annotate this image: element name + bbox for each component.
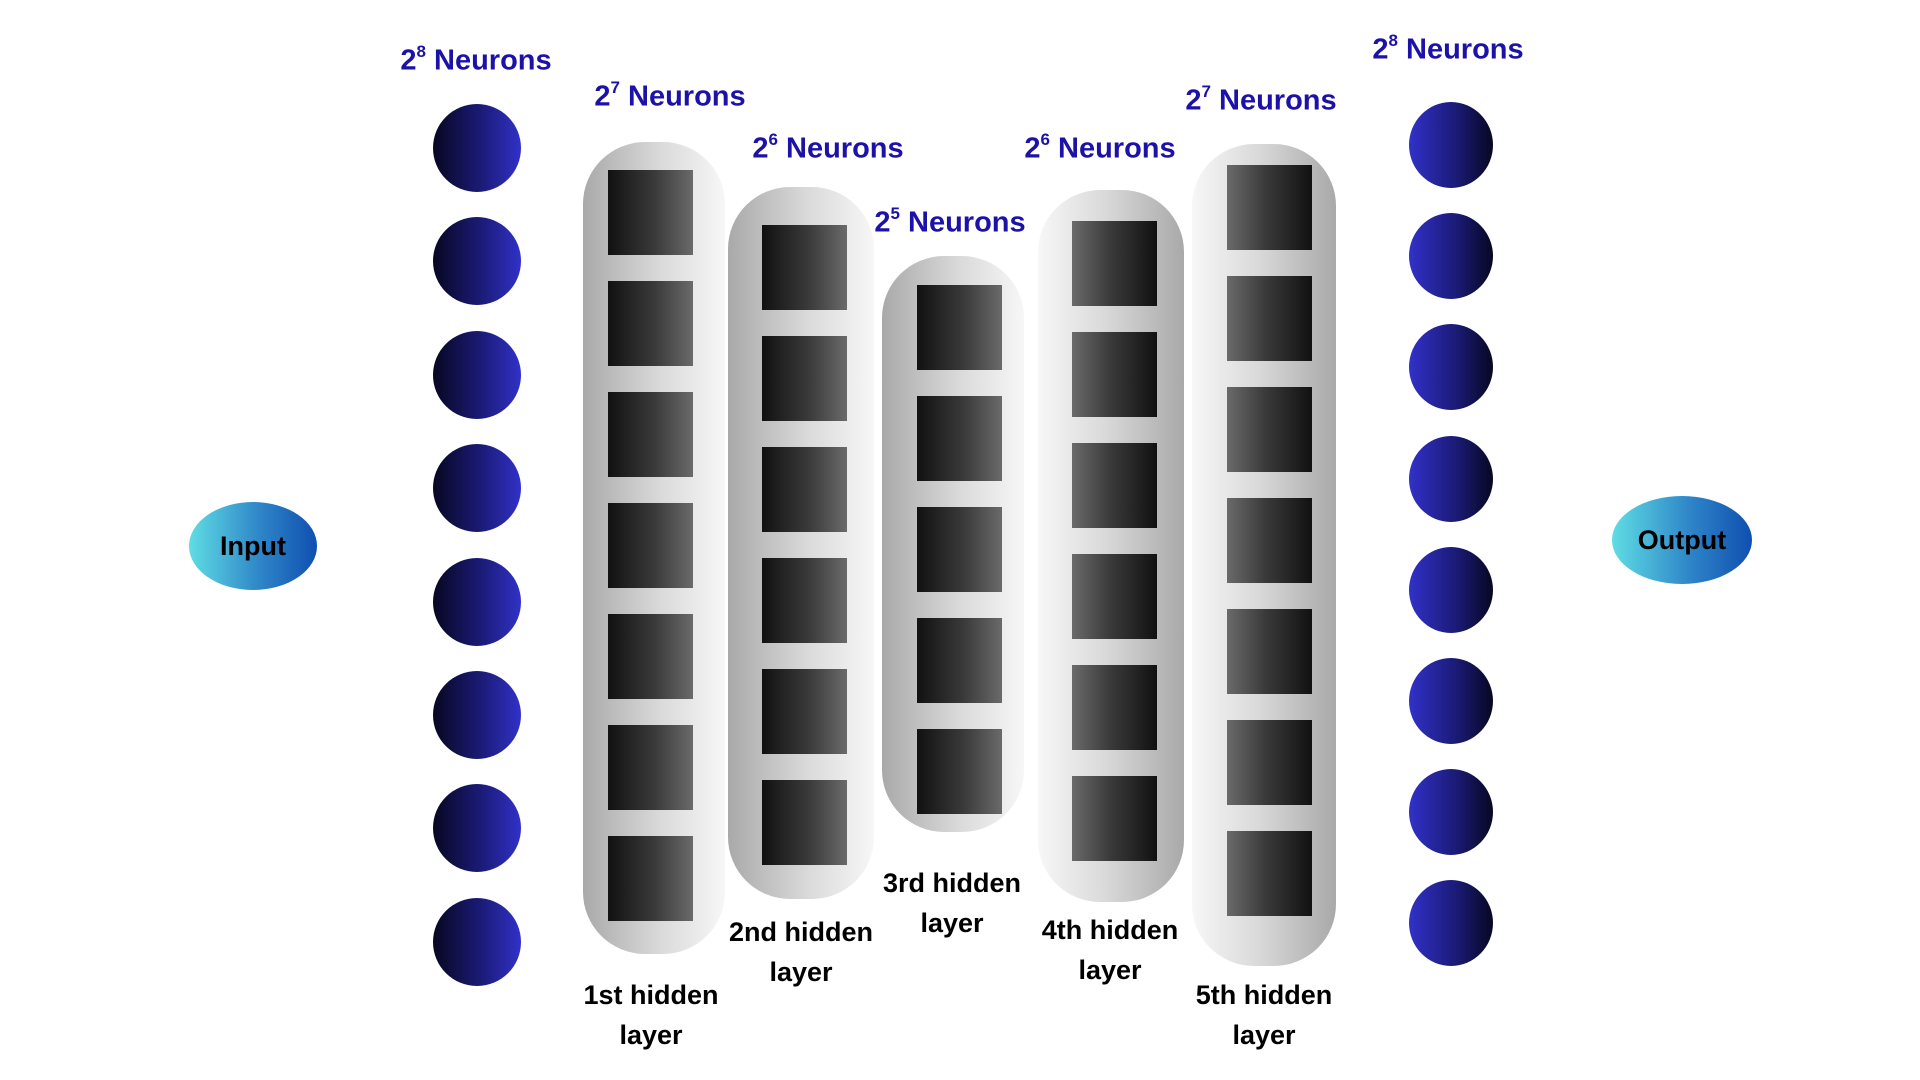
input-neuron-2 (433, 217, 521, 306)
input-neuron-7 (433, 784, 521, 873)
hidden-layer-4-unit-1 (1072, 221, 1157, 306)
input-neuron-6 (433, 671, 521, 759)
input-neuron-5 (433, 557, 521, 646)
hidden-layer-2-unit-1 (762, 225, 847, 310)
hidden-layer-4-unit-2 (1072, 332, 1157, 417)
input-layer-count: 28 Neurons (400, 42, 552, 77)
hidden-layer-2-unit-3 (762, 447, 847, 532)
hidden-layer-2-unit-6 (762, 780, 847, 865)
input-neuron-1 (433, 104, 521, 192)
hidden-layer-2-count: 26 Neurons (752, 130, 904, 165)
hidden-layer-4-count: 26 Neurons (1024, 130, 1176, 165)
hidden-layer-1-unit-5 (608, 614, 693, 699)
hidden-layer-1-count: 27 Neurons (594, 78, 746, 113)
output-neuron-2 (1409, 213, 1493, 300)
hidden-layer-5-unit-7 (1227, 831, 1312, 916)
hidden-layer-3-unit-5 (917, 729, 1002, 814)
hidden-layer-4-unit-4 (1072, 554, 1157, 639)
hidden-layer-4-unit-3 (1072, 443, 1157, 528)
hidden-layer-2-unit-5 (762, 669, 847, 754)
output-neuron-1 (1409, 102, 1493, 188)
hidden-layer-1-unit-2 (608, 281, 693, 366)
hidden-layer-1-unit-6 (608, 725, 693, 810)
output-neuron-3 (1409, 324, 1493, 411)
hidden-layer-5-unit-1 (1227, 165, 1312, 250)
input-neuron-3 (433, 330, 521, 419)
output-layer-count: 28 Neurons (1372, 31, 1524, 66)
hidden-layer-5-unit-3 (1227, 387, 1312, 472)
output-neuron-8 (1409, 880, 1493, 967)
output-neuron-7 (1409, 769, 1493, 856)
output-neuron-6 (1409, 658, 1493, 744)
input-neuron-4 (433, 444, 521, 533)
hidden-layer-1-unit-7 (608, 836, 693, 921)
input-node: Input (189, 502, 317, 590)
output-neuron-5 (1409, 546, 1493, 633)
hidden-layer-3-unit-3 (917, 507, 1002, 592)
hidden-layer-5-unit-5 (1227, 609, 1312, 694)
output-label: Output (1637, 524, 1727, 555)
input-neuron-8 (433, 897, 521, 986)
hidden-layer-2-unit-4 (762, 558, 847, 643)
hidden-layer-4-unit-6 (1072, 776, 1157, 861)
hidden-layer-5-count: 27 Neurons (1185, 82, 1337, 117)
hidden-layer-5-unit-4 (1227, 498, 1312, 583)
input-label: Input (220, 530, 286, 561)
hidden-layer-5-unit-6 (1227, 720, 1312, 805)
hidden-layer-5-unit-2 (1227, 276, 1312, 361)
hidden-layer-1-unit-4 (608, 503, 693, 588)
hidden-layer-1-unit-3 (608, 392, 693, 477)
hidden-layer-3-unit-4 (917, 618, 1002, 703)
hidden-layer-4-unit-5 (1072, 665, 1157, 750)
hidden-layer-1-unit-1 (608, 170, 693, 255)
output-node: Output (1612, 496, 1752, 584)
hidden-layer-3-unit-2 (917, 396, 1002, 481)
hidden-layer-2-unit-2 (762, 336, 847, 421)
output-neuron-4 (1409, 435, 1493, 522)
hidden-layer-3-count: 25 Neurons (874, 204, 1026, 239)
hidden-layer-3-unit-1 (917, 285, 1002, 370)
